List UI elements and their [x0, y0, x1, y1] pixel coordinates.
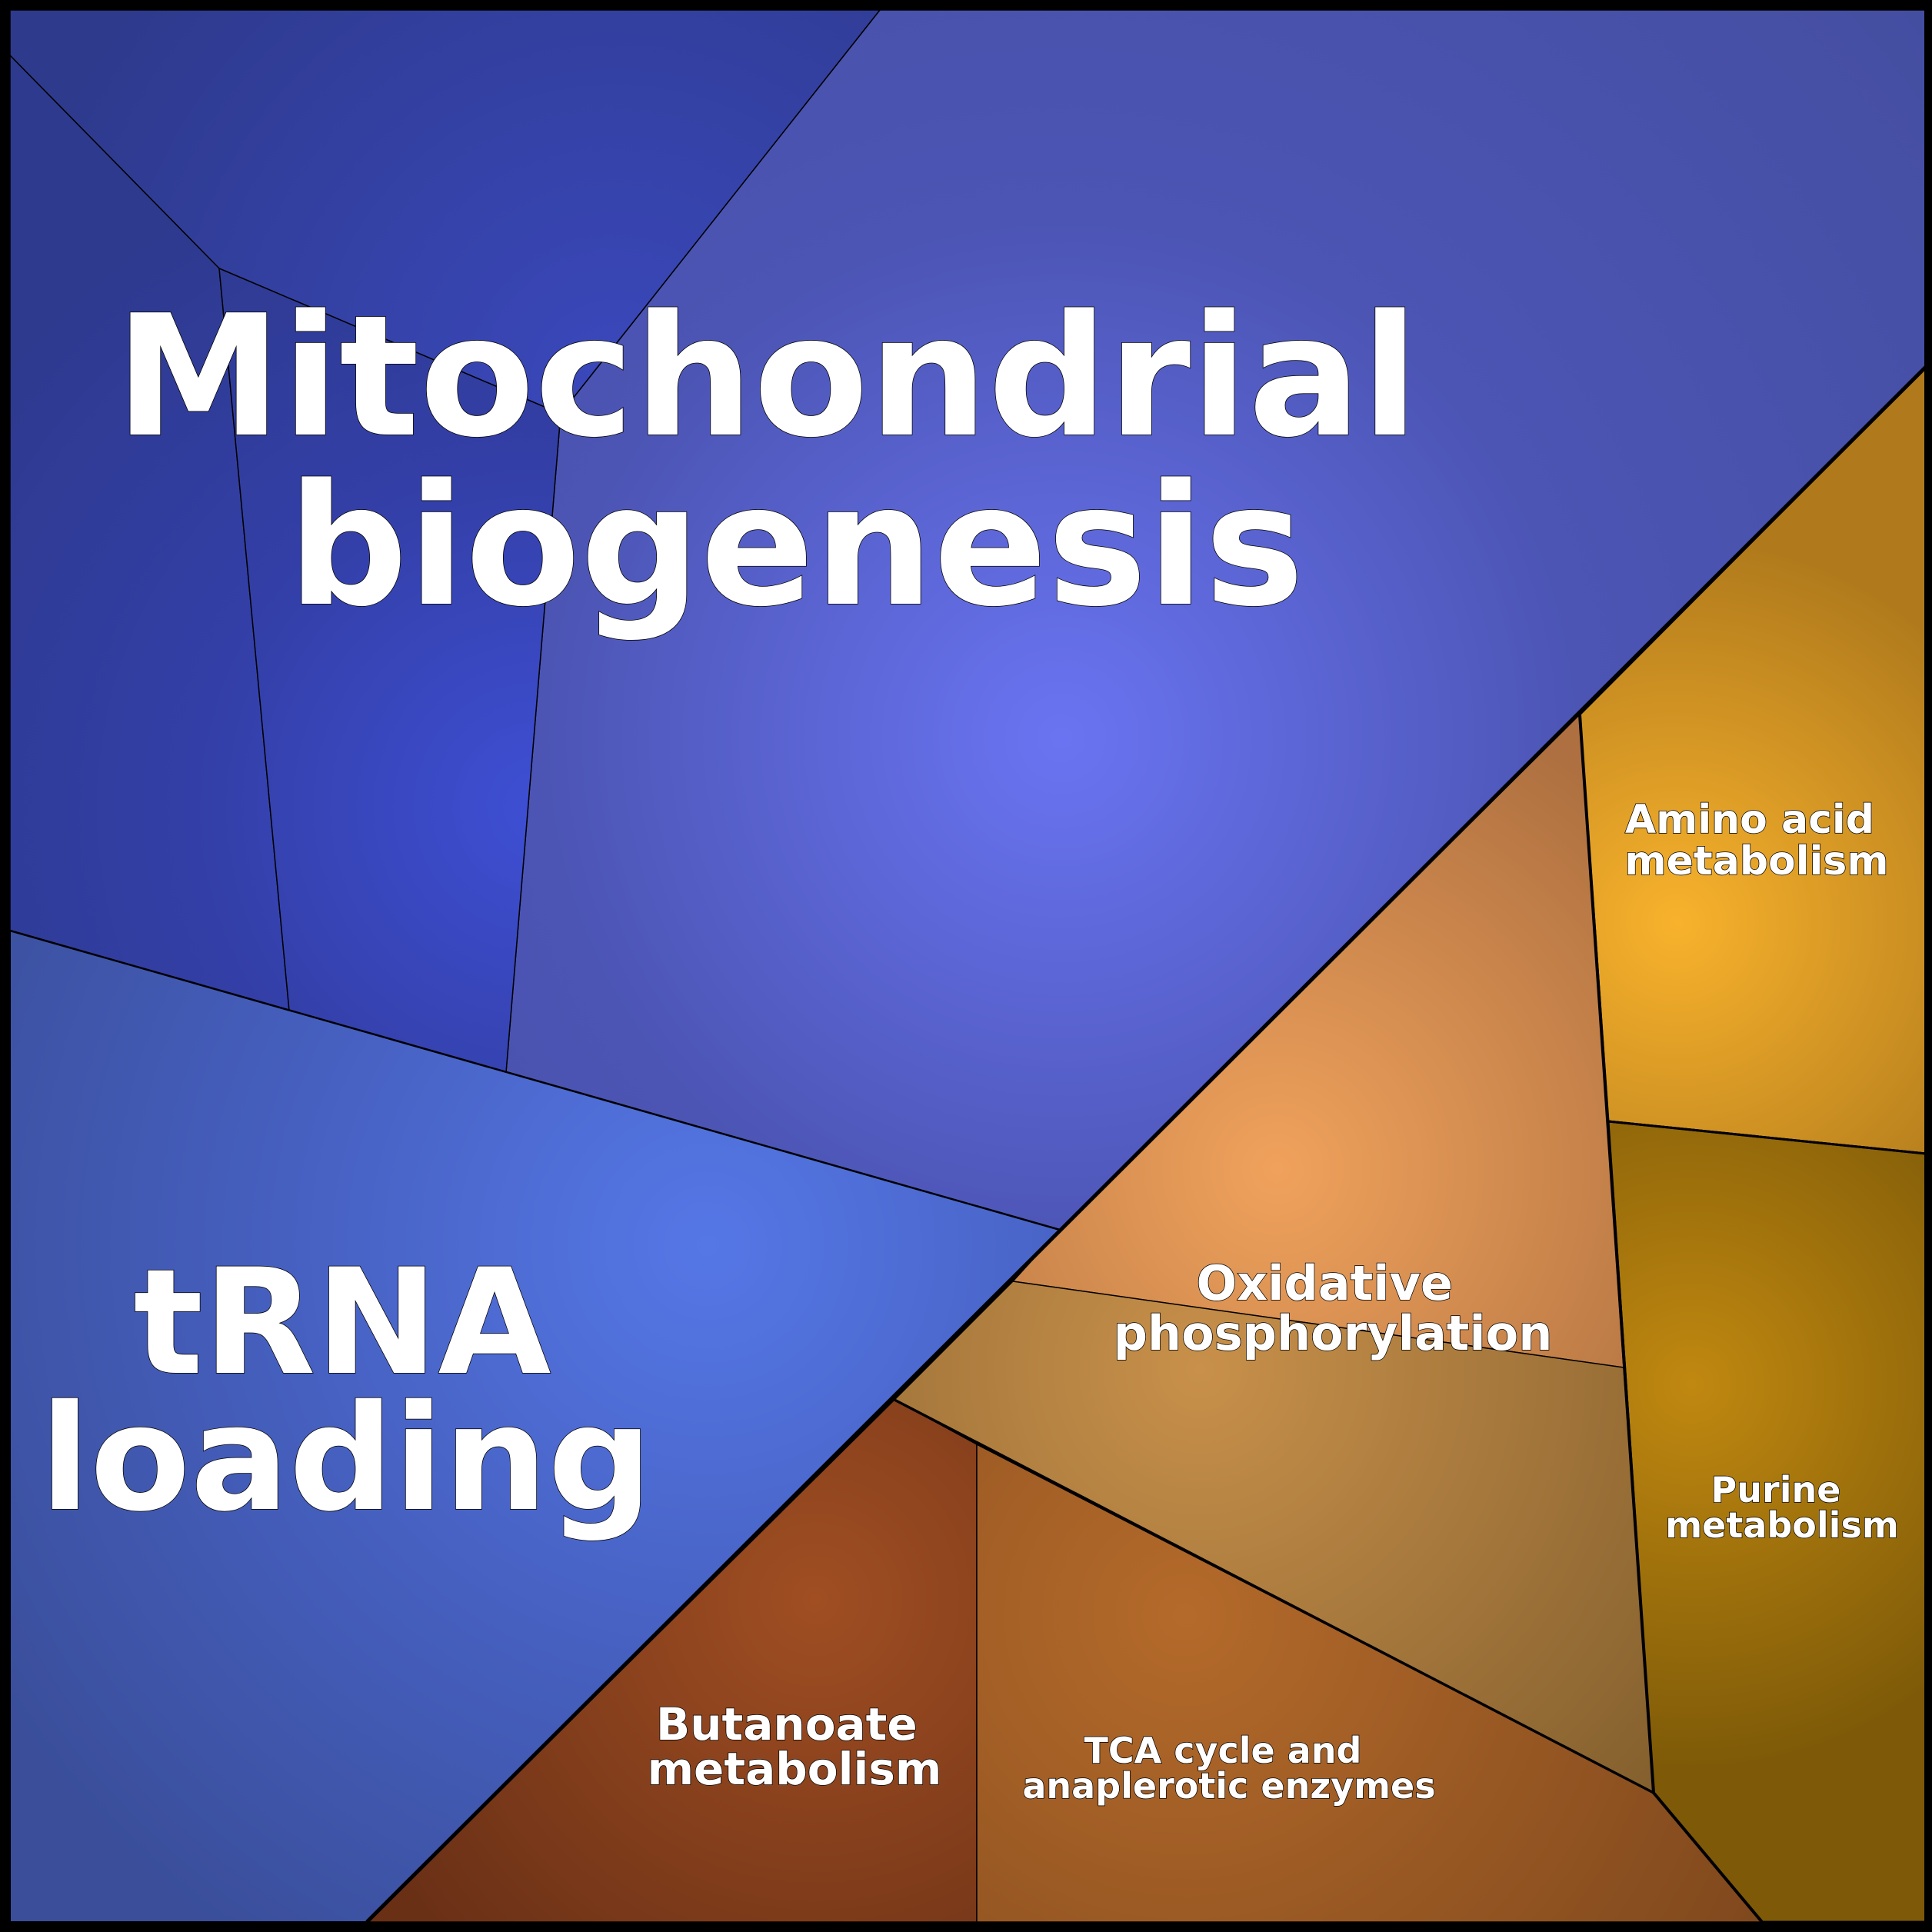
- label-line: Oxidative: [1196, 1255, 1453, 1311]
- label-line: anaplerotic enzymes: [1022, 1765, 1435, 1807]
- group-boundary-diagonal: [365, 365, 1927, 1924]
- label-amino-acid-metabolism: Amino acid metabolism: [1624, 797, 1888, 884]
- label-butanoate-metabolism: Butanoate metabolism: [648, 1698, 942, 1795]
- label-trna-loading: tRNA loading: [40, 1237, 652, 1544]
- label-line: loading: [40, 1374, 652, 1544]
- label-line: TCA cycle and: [1084, 1730, 1362, 1771]
- group-boundary-amino-purine: [1607, 1120, 1927, 1155]
- label-line: Purine: [1711, 1469, 1841, 1511]
- label-line: biogenesis: [288, 449, 1304, 644]
- label-line: Amino acid: [1625, 797, 1874, 843]
- label-oxidative-phosphorylation: Oxidative phosphorylation: [1114, 1255, 1553, 1361]
- group-boundary-ox-tca: [894, 1398, 1654, 1794]
- label-line: phosphorylation: [1114, 1305, 1553, 1361]
- label-line: Butanoate: [656, 1698, 918, 1750]
- label-tca-cycle: TCA cycle and anaplerotic enzymes: [1022, 1730, 1435, 1807]
- label-mitochondrial-biogenesis: Mitochondrial biogenesis: [115, 280, 1477, 644]
- label-line: metabolism: [1665, 1504, 1899, 1546]
- label-line: Mitochondrial: [115, 280, 1418, 475]
- label-line: metabolism: [648, 1743, 942, 1795]
- label-line: metabolism: [1624, 838, 1888, 884]
- group-boundary-mito-trna: [9, 929, 1061, 1231]
- label-purine-metabolism: Purine metabolism: [1665, 1469, 1899, 1546]
- label-line: tRNA: [133, 1237, 551, 1407]
